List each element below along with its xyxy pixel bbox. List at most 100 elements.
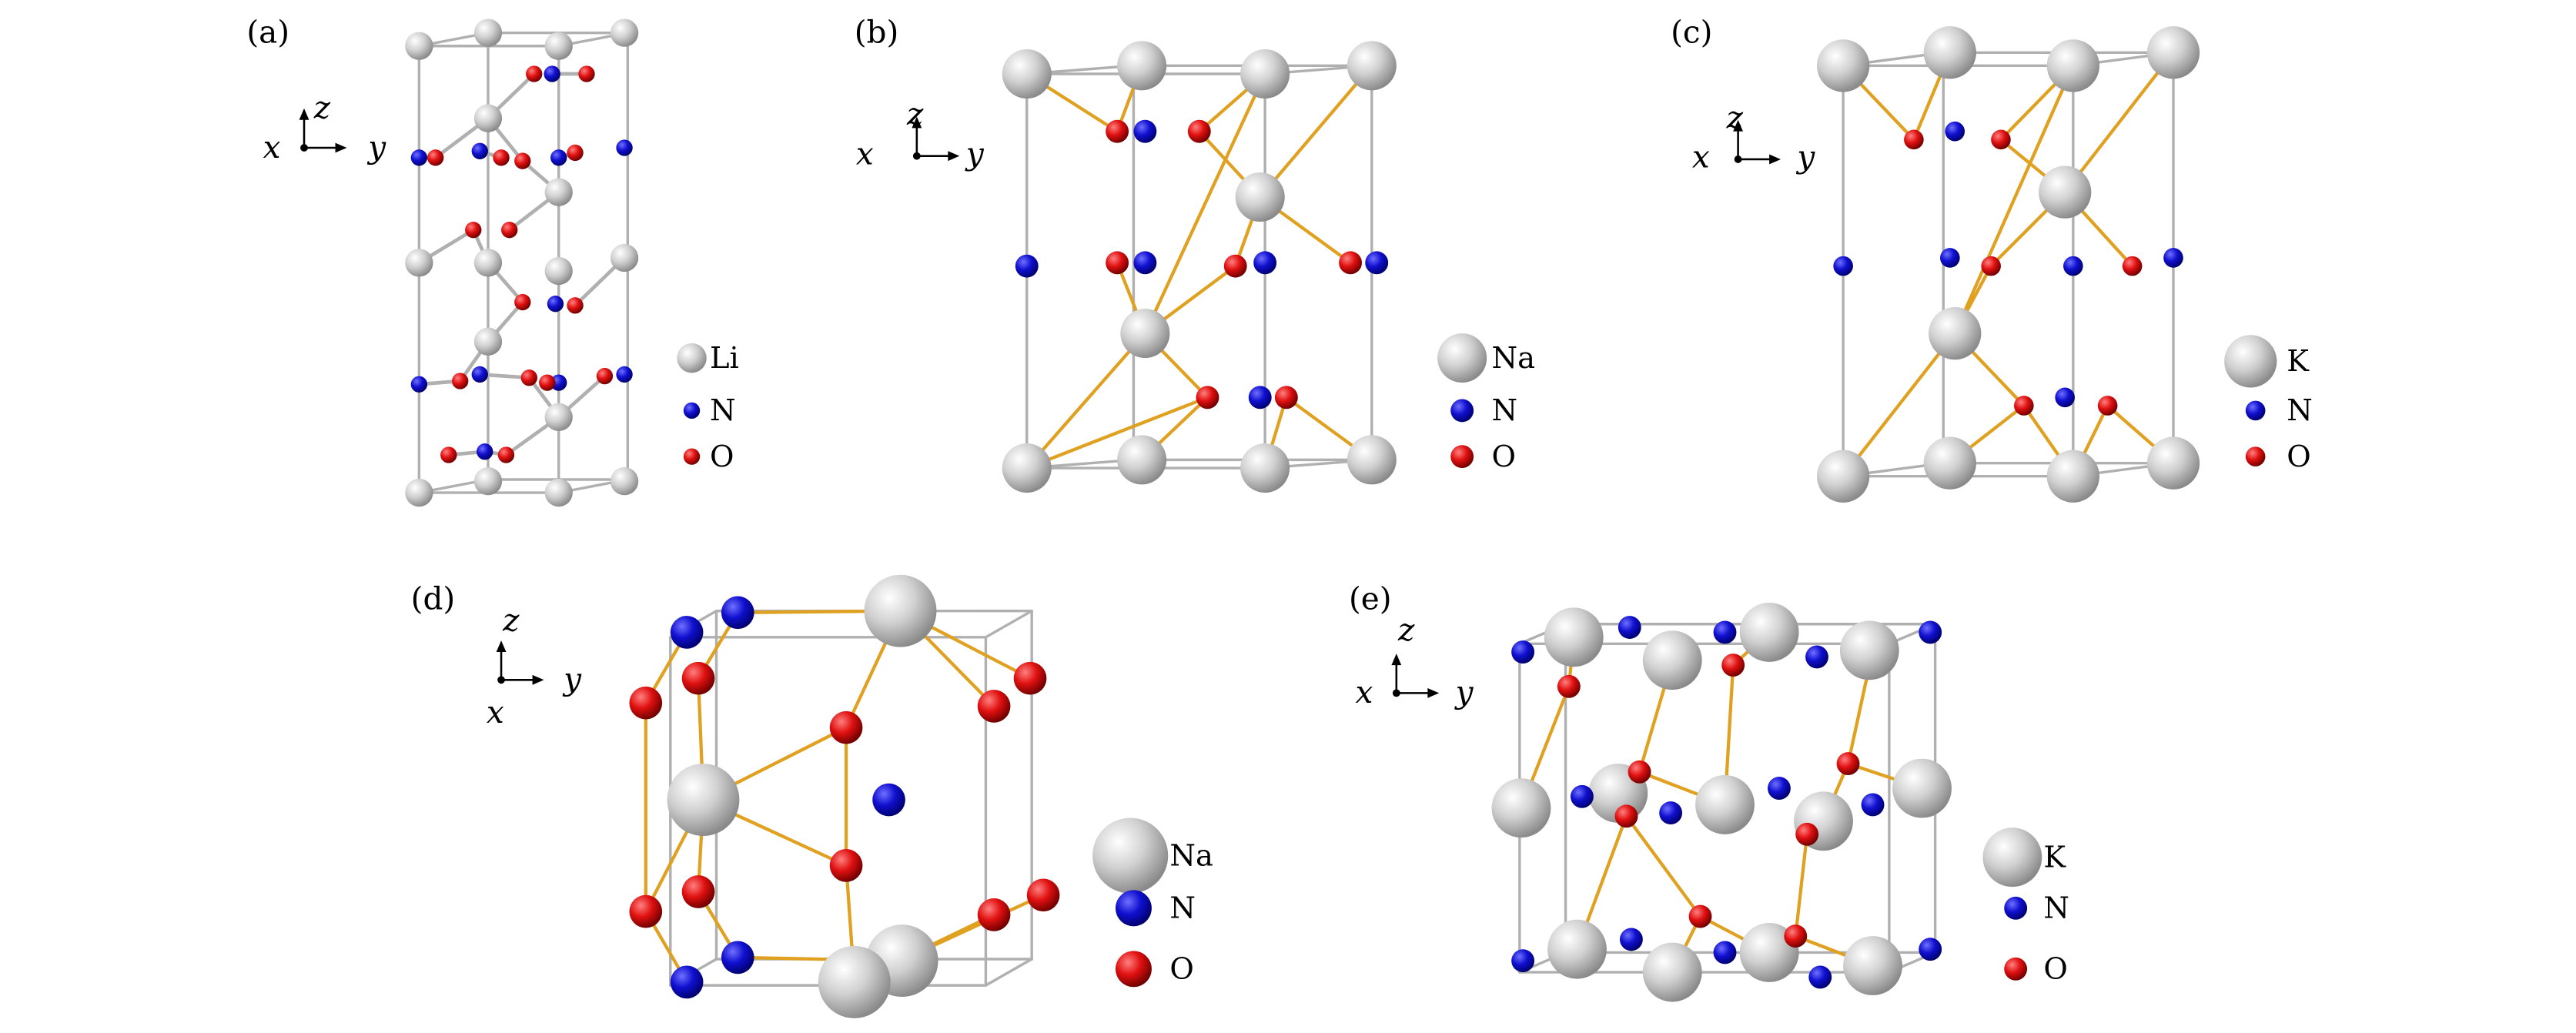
metal-atom (677, 343, 707, 373)
oxygen-atom (629, 894, 663, 928)
oxygen-atom (465, 222, 482, 239)
oxygen-atom (596, 367, 614, 385)
metal-atom (1120, 309, 1170, 359)
nitrogen-atom (2163, 248, 2183, 268)
nitrogen-atom (550, 149, 567, 166)
metal-atom (1491, 778, 1551, 838)
nitrogen-atom (616, 366, 633, 383)
nitrogen-atom (1133, 251, 1157, 275)
metal-atom (1892, 758, 1952, 818)
oxygen-atom (1904, 129, 1924, 150)
panel-label-d: (d) (411, 580, 456, 617)
oxygen-atom (1450, 445, 1474, 469)
oxygen-atom (829, 849, 863, 882)
nitrogen-atom (2055, 387, 2075, 408)
oxygen-atom (1614, 804, 1638, 828)
oxygen-atom (1196, 386, 1219, 410)
oxygen-atom (526, 65, 543, 82)
oxygen-atom (1106, 119, 1129, 143)
nitrogen-atom (410, 149, 428, 166)
oxygen-atom (2014, 396, 2034, 416)
nitrogen-atom (550, 374, 567, 391)
nitrogen-atom (1713, 620, 1737, 644)
arrow-head-icon (335, 142, 347, 153)
bond (1258, 64, 1373, 199)
metal-atom (1923, 26, 1976, 79)
nitrogen-atom (872, 783, 905, 817)
oxygen-atom (1223, 254, 1247, 278)
oxygen-atom (1115, 951, 1152, 988)
oxygen-atom (2097, 396, 2118, 416)
oxygen-atom (520, 369, 537, 386)
legend-c-n: N (2287, 393, 2313, 428)
nitrogen-atom (721, 596, 754, 630)
oxygen-atom (1721, 654, 1745, 677)
oxygen-atom (501, 222, 518, 239)
nitrogen-atom (1808, 965, 1832, 989)
nitrogen-atom (1919, 938, 1942, 961)
bond (1842, 331, 1957, 478)
oxygen-atom (977, 898, 1011, 931)
legend-b-metal: Na (1492, 341, 1535, 376)
axis-origin-dot (497, 676, 505, 684)
metal-atom (2046, 450, 2099, 503)
bonds (417, 51, 2176, 984)
legend-a-metal: Li (710, 341, 739, 376)
oxygen-atom (1991, 129, 2011, 150)
oxygen-atom (1981, 256, 2001, 276)
axis-z-a: z (313, 89, 331, 126)
metal-atom (610, 18, 639, 47)
oxygen-atom (2122, 256, 2143, 276)
axis-z-c: z (1726, 99, 1744, 135)
nitrogen-atom (1861, 793, 1885, 817)
metal-atom (818, 945, 891, 1018)
metal-atom (473, 327, 503, 356)
panel-label-b: (b) (855, 13, 899, 50)
legend-c-metal: K (2287, 344, 2310, 379)
metal-atom (1929, 306, 1982, 360)
nitrogen-atom (1511, 640, 1535, 664)
bond (477, 373, 531, 380)
nitrogen-atom (1805, 645, 1828, 669)
nitrogen-atom (1115, 890, 1152, 927)
oxygen-atom (514, 293, 531, 311)
bond (1025, 396, 1209, 470)
legend-d-metal: Na (1169, 838, 1213, 873)
oxygen-atom (493, 149, 510, 166)
metal-atom (1817, 450, 1870, 503)
axis-x-c: x (1692, 139, 1710, 176)
oxygen-atom (1274, 386, 1298, 410)
metal-atom (2224, 335, 2277, 388)
nitrogen-atom (1713, 941, 1737, 964)
metal-atom (1092, 817, 1169, 894)
legend-c-o: O (2287, 440, 2310, 474)
metal-atom (405, 249, 433, 277)
axis-y-c: y (1795, 139, 1815, 176)
nitrogen-atom (683, 402, 701, 420)
nitrogen-atom (1248, 386, 1272, 410)
nitrogen-atom (1618, 616, 1641, 639)
nitrogen-atom (1253, 251, 1277, 275)
metal-atom (610, 466, 639, 496)
metal-atom (544, 403, 573, 432)
metal-atom (1739, 923, 1799, 982)
metal-atom (864, 574, 937, 647)
metal-atom (1544, 607, 1604, 667)
oxygen-atom (1784, 924, 1808, 948)
metal-atom (2039, 165, 2092, 219)
nitrogen-atom (721, 941, 754, 974)
metal-atom (473, 249, 503, 277)
oxygen-atom (1557, 674, 1581, 698)
metal-atom (2046, 39, 2099, 92)
nitrogen-atom (1767, 777, 1791, 801)
oxygen-atom (1339, 251, 1363, 275)
cell-edge (984, 609, 1033, 639)
axis-x-b: x (856, 135, 874, 172)
metal-atom (1117, 435, 1167, 485)
metal-atom (1739, 603, 1799, 662)
oxygen-atom (1106, 251, 1129, 275)
arrow-head-icon (1733, 119, 1743, 132)
nitrogen-atom (616, 139, 633, 156)
oxygen-atom (567, 297, 584, 314)
